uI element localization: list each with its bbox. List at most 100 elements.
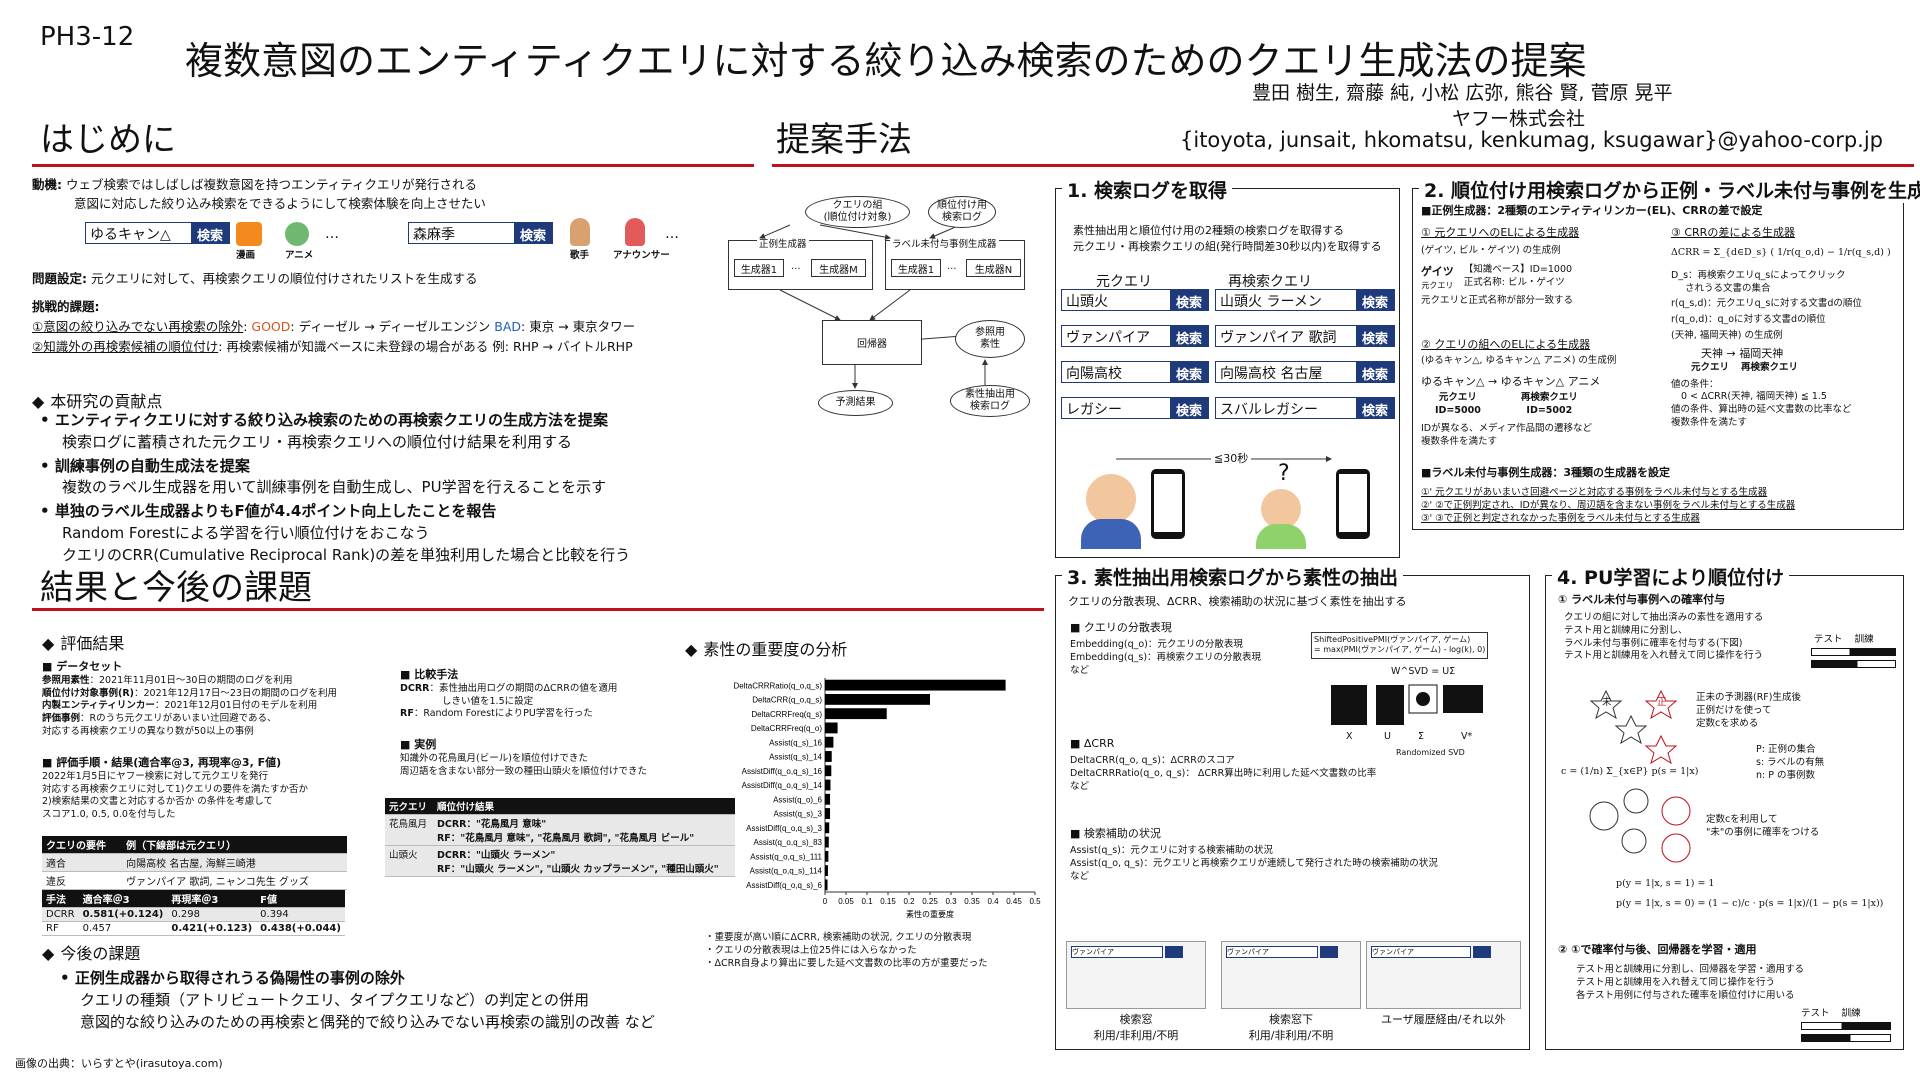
p4-s2: ② ①で確率付与後、回帰器を学習・適用	[1558, 943, 1757, 956]
p3-c: 検索補助の状況	[1083, 827, 1161, 840]
p3-svd-s: Σ	[1418, 731, 1425, 742]
p1-desc: 素性抽出用と順位付け用の2種類の検索ログを取得する 元クエリ・再検索クエリの組(…	[1073, 223, 1382, 255]
anime-icon	[285, 222, 309, 246]
ds-1: 参照用素性：2021年11月01日〜30日の期間のログを利用	[42, 675, 397, 688]
challenge-2: ②知識外の再検索候補の順位付け: 再検索候補が知識ベースに未登録の場合がある 例…	[32, 338, 633, 357]
flow-unl-label: ラベル未付与事例生成器	[890, 239, 999, 252]
fi-note-3: ・ΔCRR自身より算出に要した延べ文書数の比率の方が重要だった	[705, 957, 988, 969]
ex-row2-dcrr: DCRR："山頭火 ラーメン"	[436, 850, 556, 861]
p3-a-head: ■ クエリの分散表現	[1070, 621, 1172, 634]
y-tick-label: AssistDiff(q_o,q_s)_6	[746, 881, 822, 890]
x-tick-label: 0.05	[838, 897, 854, 906]
p3-svd-eq: W^SVD = UΣ	[1391, 666, 1456, 677]
p4-star-diagram	[1589, 689, 1678, 765]
flow-unl-gen1: 生成器1	[891, 259, 941, 277]
y-tick-label: DeltaCRRFreq(q_o)	[751, 724, 822, 733]
x-tick-label: 0.25	[922, 897, 938, 906]
p3-embedding: ■ クエリの分散表現 Embedding(q_o)：元クエリの分散表現 Embe…	[1070, 620, 1300, 677]
proc-1: 2022年1月5日にヤフー検索に対して元クエリを発行	[42, 770, 268, 782]
good-label: GOOD	[251, 319, 291, 334]
table-cell: 山頭火	[385, 845, 433, 877]
p3-b: ΔCRR	[1083, 737, 1115, 750]
y-tick-label: Assist(q_s)_3	[774, 810, 823, 819]
person-body-icon-2	[1256, 524, 1306, 549]
p4-rf3: 定数cを求める	[1696, 717, 1759, 729]
p2-gen-b: ② クエリの組へのELによる生成器 (ゆるキャン△, ゆるキャン△ アニメ) の…	[1421, 337, 1671, 449]
announcer-icon	[625, 218, 645, 246]
eval-heading: 評価結果	[42, 630, 124, 654]
image-credit: 画像の出典：いらすとや(irasutoya.com)	[15, 1057, 223, 1070]
chart-bar	[825, 779, 831, 791]
chart-bar	[825, 751, 832, 762]
motivation-label: 動機:	[32, 177, 62, 192]
table-cell: DCRR："花鳥風月 意味"RF："花鳥風月 意味", "花鳥風月 歌詞", "…	[432, 814, 735, 846]
chart-bar	[825, 693, 930, 705]
p4-tt-labels: テスト 訓練	[1814, 634, 1874, 647]
cmp1-label: DCRR	[400, 682, 430, 694]
ds4-label: 評価事例	[42, 713, 81, 725]
table-cell: 0.421(+0.123)	[167, 921, 257, 936]
proc-3: 2)検索結果の文書と対応するか否か の条件を考慮して	[42, 796, 273, 808]
p1-re-search-button: 検索	[1355, 362, 1394, 383]
p3-svd-box: ShiftedPositivePMI(ヴァンパイア, ゲーム) = max(PM…	[1311, 632, 1489, 659]
p4-use2: "未"の事例に確率をつける	[1706, 826, 1820, 838]
p3-b2: DeltaCRRRatio(q_o, q_s)： ΔCRR算出時に利用した延べ文…	[1070, 767, 1377, 779]
proc-2: 対応する再検索クエリに対して1)クエリの要件を満たすか否か	[42, 783, 308, 795]
p1-pair-row: 向陽高校検索 向陽高校 名古屋検索	[1061, 361, 1396, 383]
contrib-1: • エンティティクエリに対する絞り込み検索のための再検索クエリの生成方法を提案	[40, 411, 609, 429]
p2-c-formula: ΔCRR = Σ_{d∈D_s} ( 1/r(q_o,d) − 1/r(q_s,…	[1671, 246, 1891, 258]
table-cell: DCRR："山頭火 ラーメン"RF："山頭火 ラーメン", "山頭火 カップラー…	[432, 845, 735, 877]
x-tick-label: 0.1	[861, 897, 873, 906]
table-cell: 0.298	[167, 907, 257, 922]
proc-4: スコア1.0, 0.5, 0.0を付与した	[42, 809, 176, 821]
compare-block: ■ 比較手法 DCRR：素性抽出用ログの期間のΔCRRの値を適用 しきい値を1.…	[400, 668, 730, 721]
p2-c-note2: 複数条件を満たす	[1671, 417, 1748, 428]
table-header-cell: 順位付け結果	[432, 798, 735, 815]
problem-label: 問題設定:	[32, 271, 87, 286]
p4-s2-l1: テスト用と訓練用に分割し、回帰器を学習・適用する	[1576, 964, 1805, 975]
p2-a-q-lbl: 元クエリ	[1421, 280, 1454, 290]
p2-a-q: ゲイツ	[1421, 264, 1454, 278]
table-cell: RF	[42, 921, 79, 936]
p4-tt-labels-2: テスト 訓練	[1801, 1008, 1861, 1021]
p2-c-pl1: 元クエリ	[1691, 361, 1730, 373]
problem-setting: 問題設定: 元クエリに対して、再検索クエリの順位付けされたリストを生成する	[32, 270, 478, 289]
p2-c-note1: 値の条件、算出時の延べ文書数の比率など	[1671, 404, 1852, 416]
intro-rule	[32, 164, 754, 167]
p1-orig-box: 山頭火検索	[1061, 289, 1209, 311]
future-list: • 正例生成器から取得されうる偽陽性の事例の除外 クエリの種類（アトリビュートク…	[60, 968, 760, 1033]
ds2-text: ：2021年12月17日〜23日の期間のログを利用	[134, 687, 337, 699]
p3-mock-btn-3	[1473, 946, 1491, 958]
p3-svd-v: V*	[1461, 731, 1473, 742]
p2-b-title: ② クエリの組へのELによる生成器	[1421, 338, 1591, 351]
announcer-label: アナウンサー	[613, 250, 670, 261]
p1-pair-list: 山頭火検索 山頭火 ラーメン検索 ヴァンパイア検索 ヴァンパイア 歌詞検索 向陽…	[1061, 289, 1396, 419]
p1-re-query: ヴァンパイア 歌詞	[1216, 326, 1356, 346]
p2-b-ex: (ゆるキャン△, ゆるキャン△ アニメ) の生成例	[1421, 354, 1617, 366]
table-header-cell: 例（下線部は元クエリ）	[122, 836, 347, 854]
emails: {itoyota, junsait, hkomatsu, kenkumag, k…	[1180, 128, 1884, 152]
p2-c-l2: r(q_s,d)：元クエリq_sに対する文書dの順位	[1671, 298, 1862, 310]
table-cell: 違反	[42, 871, 123, 890]
p1-orig-query: ヴァンパイア	[1062, 326, 1170, 346]
p1-orig-box: レガシー検索	[1061, 397, 1209, 419]
search-button: 検索	[190, 223, 229, 244]
contrib-2-sub: 複数のラベル生成器を用いて訓練事例を自動生成し、PU学習を行えることを示す	[62, 478, 607, 497]
table-cell: 0.394	[256, 907, 345, 922]
p1-orig-query: レガシー	[1062, 398, 1170, 418]
p3-svd-matrices	[1331, 684, 1483, 725]
p3-m3: ユーザ履歴経由/それ以外	[1381, 1013, 1506, 1026]
table-header-row: 元クエリ順位付け結果	[385, 798, 735, 815]
x-tick-label: 0.5	[1029, 897, 1041, 906]
good-text: : ディーゼル → ディーゼルエンジン	[290, 319, 491, 334]
chart-bar	[825, 736, 834, 748]
p2-c-cond: 0 < ΔCRR(天神, 福岡天神) ≦ 1.5	[1681, 391, 1827, 403]
p2-unl-3: ③' ③で正例と判定されなかった事例をラベル未付与とする生成器	[1421, 512, 1700, 524]
requirement-table: クエリの要件例（下線部は元クエリ） 適合向陽高校 名古屋, 海鮮三崎港 違反ヴァ…	[42, 836, 347, 890]
